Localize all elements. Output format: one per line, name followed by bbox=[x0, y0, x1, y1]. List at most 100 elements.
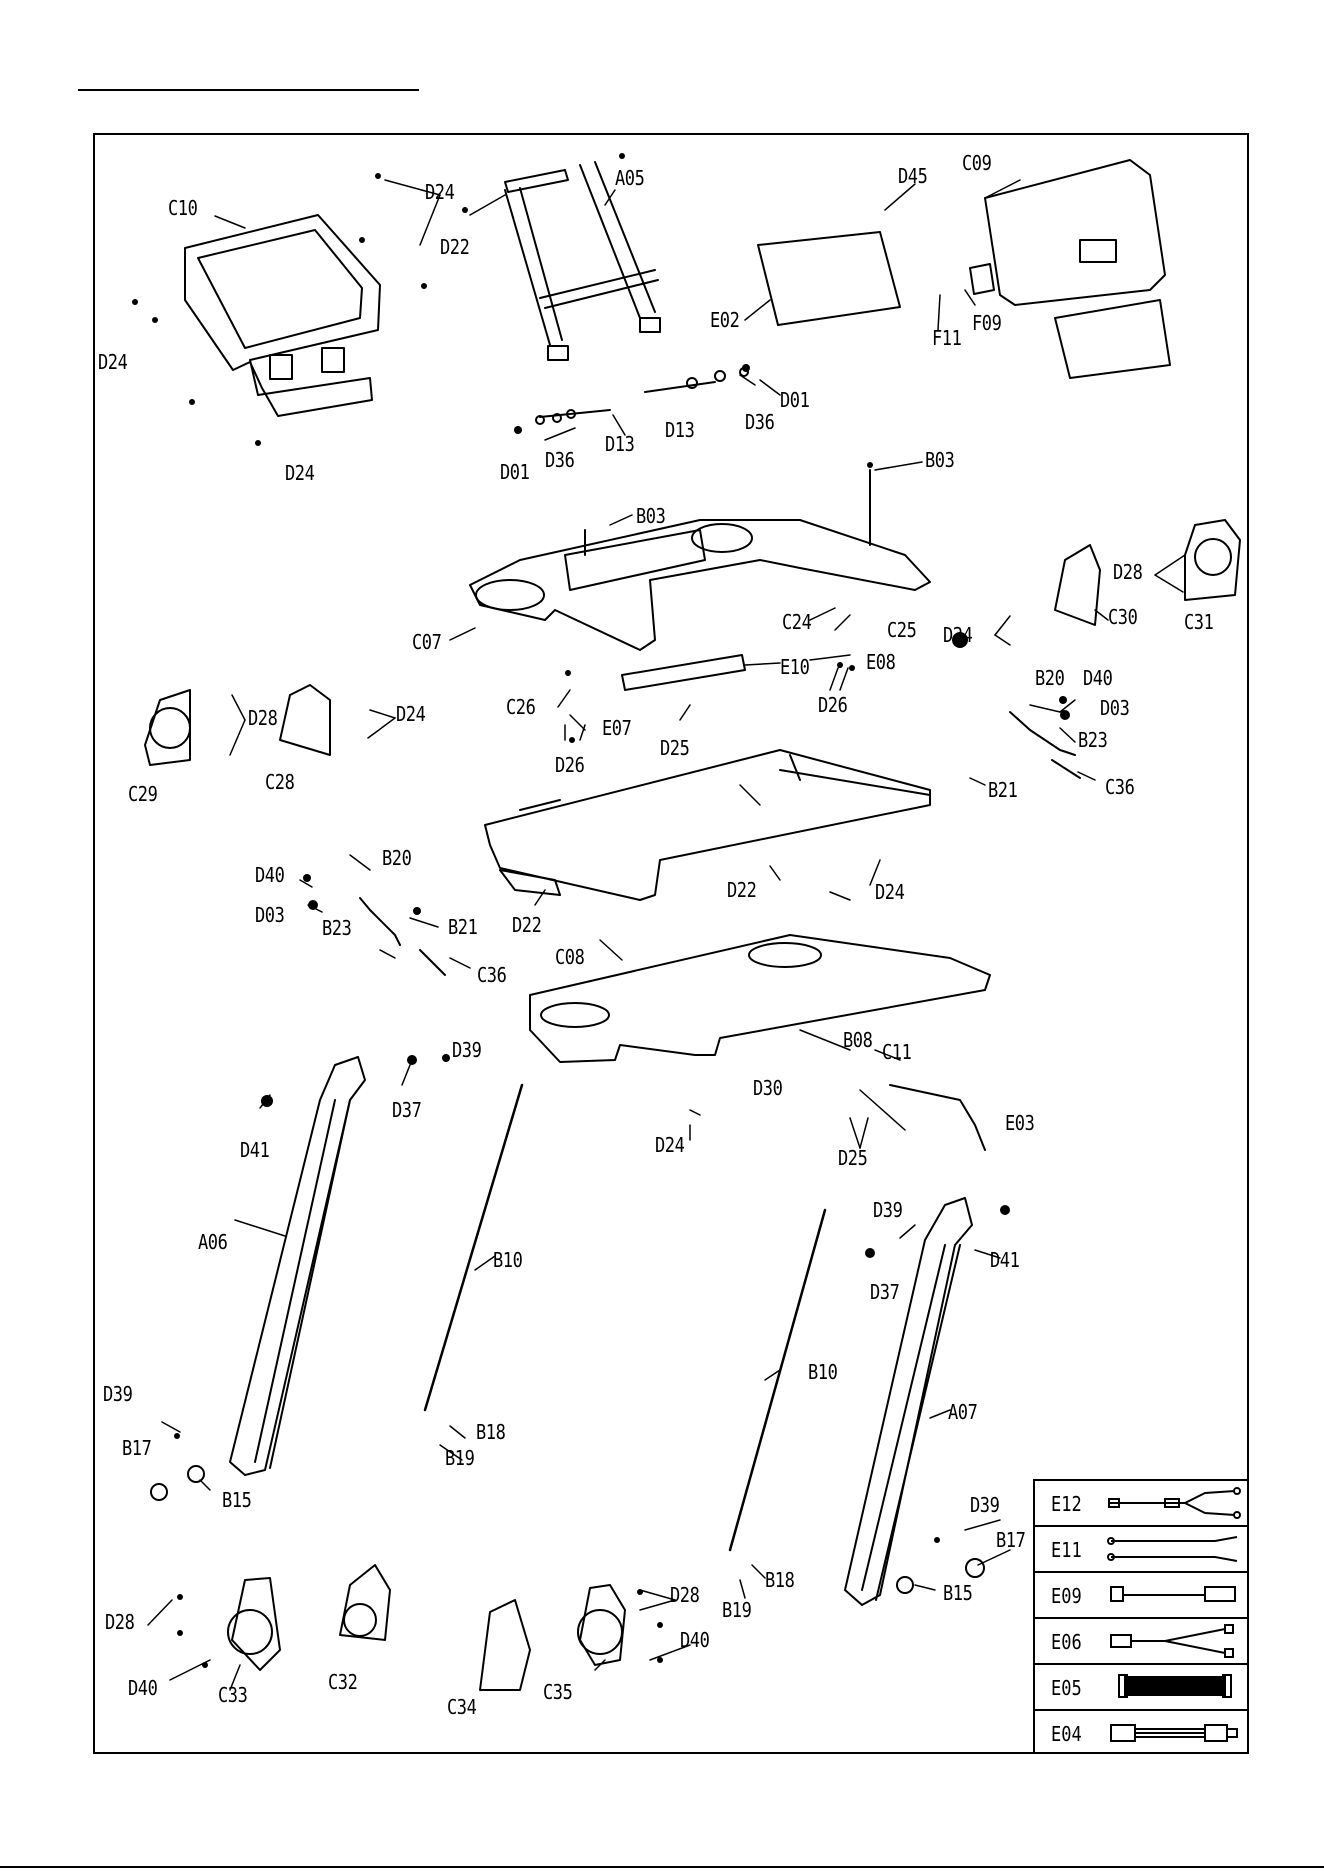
label-c09: C09 bbox=[962, 151, 992, 175]
label-c36: C36 bbox=[477, 963, 507, 987]
label-d36: D36 bbox=[545, 448, 575, 472]
label-b19: B19 bbox=[445, 1446, 475, 1470]
label-b10: B10 bbox=[493, 1248, 523, 1272]
label-d39: D39 bbox=[103, 1382, 133, 1406]
label-b23: B23 bbox=[322, 916, 352, 940]
label-e07: E07 bbox=[602, 716, 632, 740]
label-d40: D40 bbox=[1083, 666, 1113, 690]
label-d36: D36 bbox=[745, 410, 775, 434]
label-b19: B19 bbox=[722, 1598, 752, 1622]
label-d30: D30 bbox=[753, 1076, 783, 1100]
handlebar-frame-c07 bbox=[469, 519, 931, 651]
label-c28: C28 bbox=[265, 770, 295, 794]
label-e03: E03 bbox=[1005, 1111, 1035, 1135]
y-split-cable-icon bbox=[1108, 1487, 1241, 1519]
label-d03: D03 bbox=[255, 903, 285, 927]
legend-row-e09: E09 bbox=[1035, 1573, 1249, 1619]
label-b15: B15 bbox=[222, 1488, 252, 1512]
label-b20: B20 bbox=[1035, 666, 1065, 690]
label-b20: B20 bbox=[382, 846, 412, 870]
label-d01: D01 bbox=[780, 388, 810, 412]
label-d25: D25 bbox=[838, 1146, 868, 1170]
label-b03: B03 bbox=[636, 504, 666, 528]
label-d37: D37 bbox=[870, 1280, 900, 1304]
label-d28: D28 bbox=[105, 1610, 135, 1634]
cable-legend-table: E12 E11 E09 E06 E05 E04 bbox=[1033, 1479, 1249, 1754]
label-c29: C29 bbox=[128, 782, 158, 806]
label-d39: D39 bbox=[970, 1493, 1000, 1517]
label-b10: B10 bbox=[808, 1360, 838, 1384]
console-housing-c10 bbox=[184, 214, 381, 417]
label-d41: D41 bbox=[240, 1138, 270, 1162]
label-b18: B18 bbox=[765, 1568, 795, 1592]
label-d24: D24 bbox=[943, 623, 973, 647]
label-c10: C10 bbox=[168, 196, 198, 220]
label-b08: B08 bbox=[843, 1028, 873, 1052]
label-c32: C32 bbox=[328, 1670, 358, 1694]
label-c36: C36 bbox=[1105, 775, 1135, 799]
label-c31: C31 bbox=[1184, 610, 1214, 634]
label-b03: B03 bbox=[925, 448, 955, 472]
label-b21: B21 bbox=[988, 778, 1018, 802]
label-c24: C24 bbox=[782, 610, 812, 634]
label-a06: A06 bbox=[198, 1230, 228, 1254]
upright-frame-a05 bbox=[504, 161, 661, 361]
label-d03: D03 bbox=[1100, 696, 1130, 720]
label-c11: C11 bbox=[882, 1040, 912, 1064]
label-a07: A07 bbox=[948, 1400, 978, 1424]
label-b17: B17 bbox=[996, 1528, 1026, 1552]
legend-code: E06 bbox=[1051, 1630, 1082, 1654]
label-b23: B23 bbox=[1078, 728, 1108, 752]
display-console-c09 bbox=[969, 159, 1171, 379]
legend-row-e06: E06 bbox=[1035, 1619, 1249, 1665]
label-d41: D41 bbox=[990, 1248, 1020, 1272]
label-d13: D13 bbox=[665, 418, 695, 442]
connector-cable-icon bbox=[1110, 1586, 1236, 1602]
label-a05: A05 bbox=[615, 166, 645, 190]
label-d26: D26 bbox=[555, 753, 585, 777]
split-wire-harness-icon bbox=[1110, 1624, 1234, 1658]
diagram-frame bbox=[93, 133, 1249, 1754]
label-d13: D13 bbox=[605, 432, 635, 456]
label-d28: D28 bbox=[248, 706, 278, 730]
label-e02: E02 bbox=[710, 308, 740, 332]
label-d24: D24 bbox=[98, 350, 128, 374]
label-f11: F11 bbox=[932, 326, 962, 350]
legend-code: E04 bbox=[1051, 1722, 1082, 1746]
legend-row-e12: E12 bbox=[1035, 1481, 1249, 1527]
label-d40: D40 bbox=[680, 1628, 710, 1652]
label-c25: C25 bbox=[887, 618, 917, 642]
label-d39: D39 bbox=[873, 1198, 903, 1222]
label-d28: D28 bbox=[1113, 560, 1143, 584]
header-rule bbox=[78, 89, 419, 91]
label-d22: D22 bbox=[727, 878, 757, 902]
label-d28: D28 bbox=[670, 1583, 700, 1607]
label-d24: D24 bbox=[285, 461, 315, 485]
label-b18: B18 bbox=[476, 1420, 506, 1444]
legend-code: E09 bbox=[1051, 1584, 1082, 1608]
lower-frame-c08 bbox=[529, 934, 991, 1063]
label-d39: D39 bbox=[452, 1038, 482, 1062]
legend-code: E12 bbox=[1051, 1492, 1082, 1516]
footer-rule bbox=[0, 1866, 1324, 1868]
label-d24: D24 bbox=[655, 1133, 685, 1157]
right-upright-a07 bbox=[844, 1197, 973, 1606]
label-b21: B21 bbox=[448, 915, 478, 939]
left-upright-a06 bbox=[229, 1056, 366, 1476]
label-d22: D22 bbox=[512, 913, 542, 937]
label-c34: C34 bbox=[447, 1695, 477, 1719]
plug-wire-icon bbox=[1110, 1724, 1238, 1742]
legend-code: E05 bbox=[1051, 1676, 1082, 1700]
label-e08: E08 bbox=[866, 650, 896, 674]
label-c08: C08 bbox=[555, 945, 585, 969]
label-c35: C35 bbox=[543, 1680, 573, 1704]
label-d37: D37 bbox=[392, 1098, 422, 1122]
label-d40: D40 bbox=[255, 863, 285, 887]
label-d01: D01 bbox=[500, 460, 530, 484]
legend-row-e04: E04 bbox=[1035, 1711, 1249, 1756]
base-frame bbox=[484, 749, 931, 901]
label-d40: D40 bbox=[128, 1676, 158, 1700]
label-d26: D26 bbox=[818, 693, 848, 717]
label-d24: D24 bbox=[425, 180, 455, 204]
label-c30: C30 bbox=[1108, 605, 1138, 629]
